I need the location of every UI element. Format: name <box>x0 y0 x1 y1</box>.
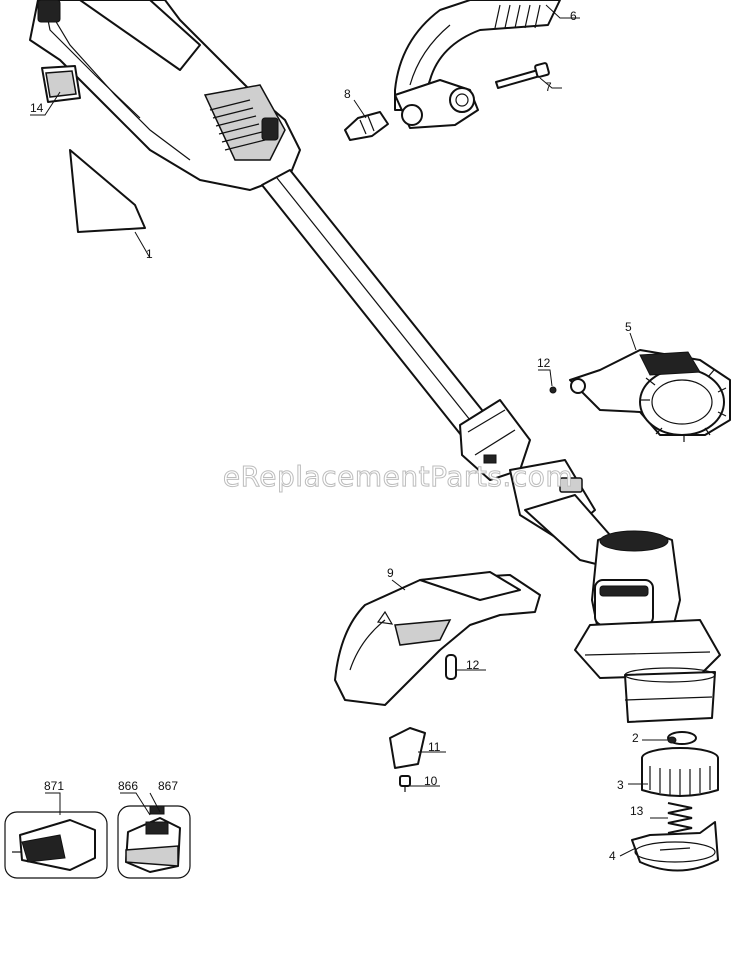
main-handle-assembly <box>29 0 301 191</box>
callout-11: 11 <box>428 740 441 754</box>
callout-871: 871 <box>44 779 64 793</box>
bolt <box>495 62 550 89</box>
eyelet <box>667 731 697 745</box>
callout-12b: 12 <box>466 658 480 672</box>
callout-14: 14 <box>30 101 44 115</box>
callout-866: 866 <box>118 779 138 793</box>
leader-lines <box>30 4 668 857</box>
label-large <box>69 149 146 233</box>
spring <box>667 802 693 834</box>
callout-3: 3 <box>617 778 624 792</box>
callout-8: 8 <box>344 87 351 101</box>
callout-6: 6 <box>570 9 577 23</box>
callout-2: 2 <box>632 731 639 745</box>
wheel-guard <box>569 349 731 442</box>
screw <box>549 386 557 394</box>
callout-4: 4 <box>609 849 616 863</box>
callout-10: 10 <box>424 774 438 788</box>
watermark: eReplacementParts.com <box>223 460 573 493</box>
guard <box>334 571 541 706</box>
battery-pack <box>117 805 191 879</box>
callout-5: 5 <box>625 320 632 334</box>
shaft <box>261 169 491 441</box>
small-screw <box>399 775 411 792</box>
clip <box>389 727 426 769</box>
charger <box>4 811 108 879</box>
trimmer-head <box>574 530 721 723</box>
pin <box>445 654 457 680</box>
callout-12a: 12 <box>537 356 551 370</box>
knob <box>344 111 389 141</box>
callout-7: 7 <box>545 80 552 94</box>
spool-cap <box>631 821 719 872</box>
auxiliary-handle <box>394 0 561 129</box>
callout-13: 13 <box>630 804 644 818</box>
spool <box>641 747 719 797</box>
callout-867: 867 <box>158 779 178 793</box>
callout-labels: 1 2 3 4 5 6 7 8 9 10 11 12 12 13 14 866 … <box>30 9 644 863</box>
callout-1: 1 <box>146 247 153 261</box>
callout-9: 9 <box>387 566 394 580</box>
